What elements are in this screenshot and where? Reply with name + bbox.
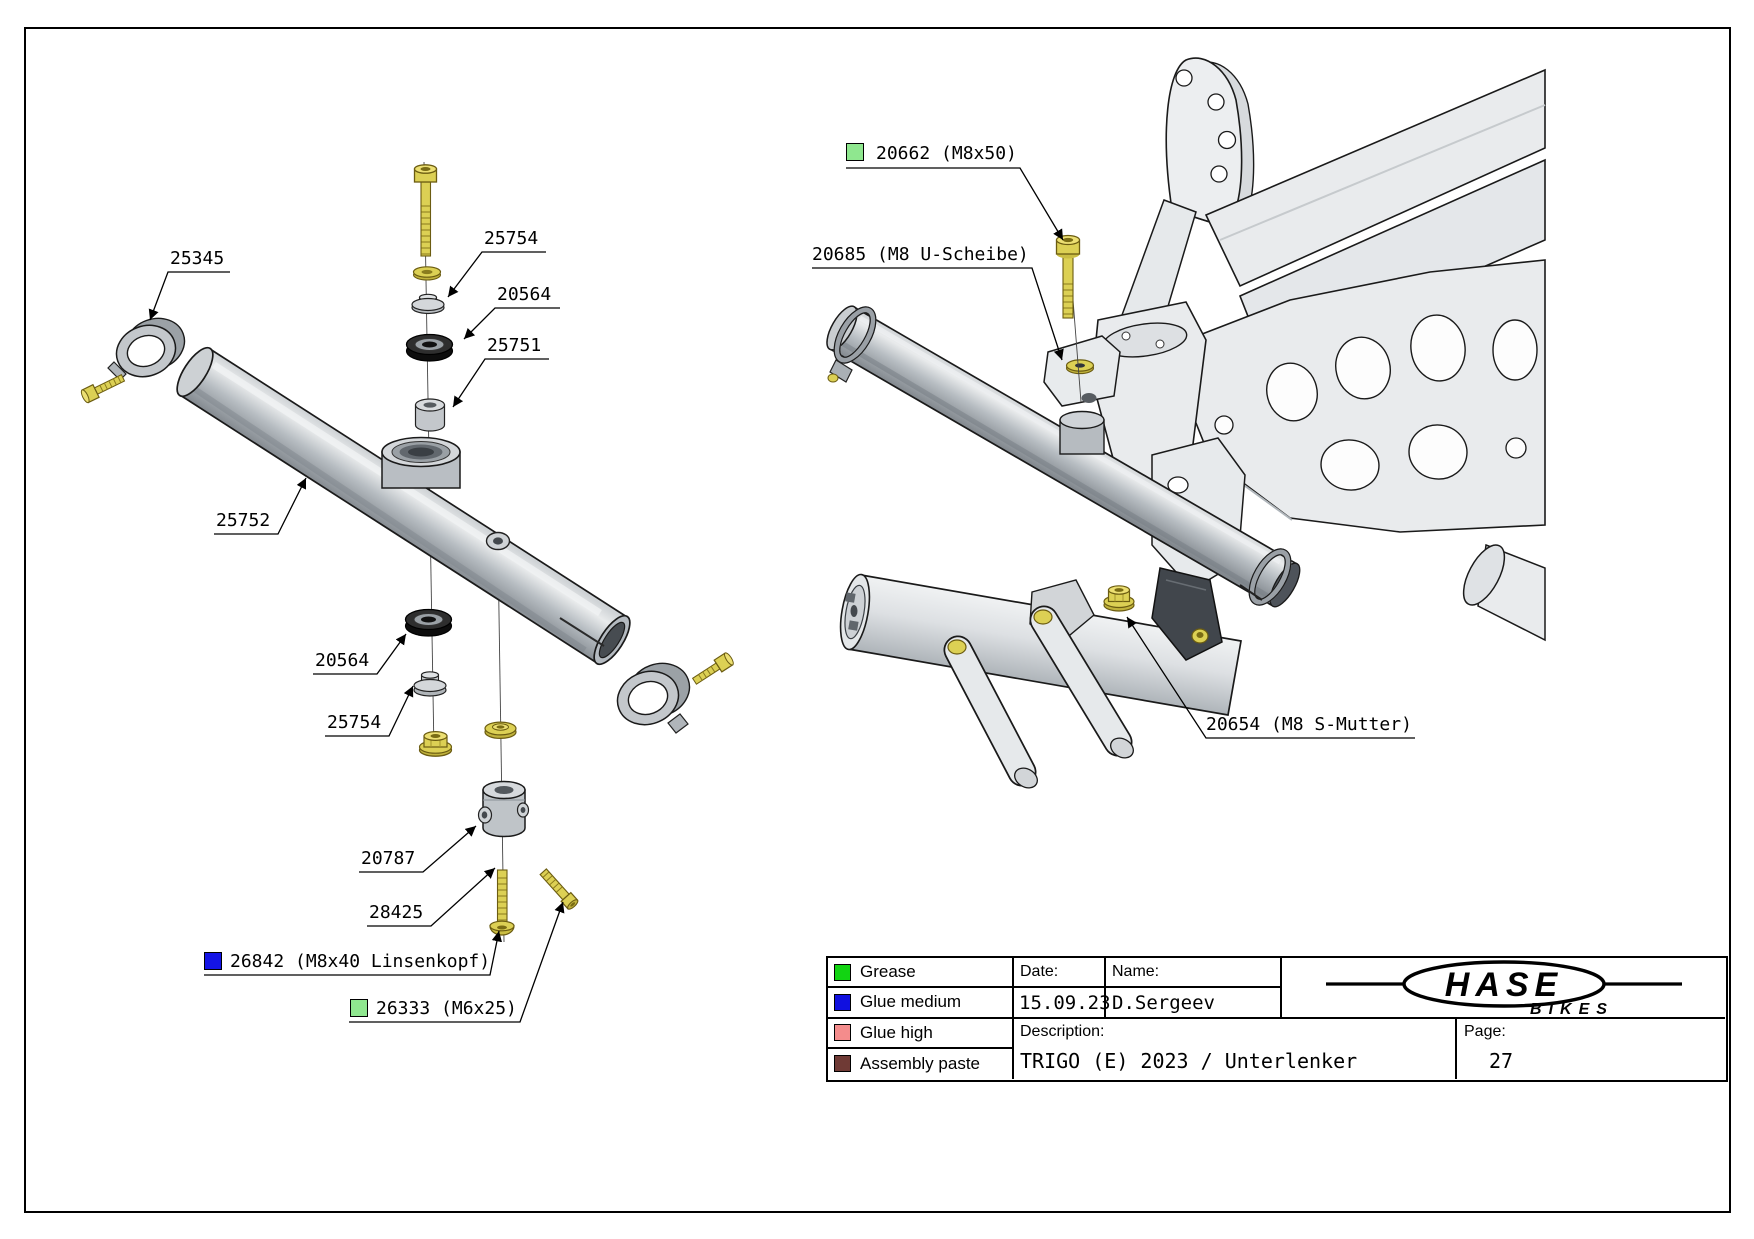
part-label-20654: 20654 (M8 S-Mutter)	[1206, 714, 1412, 735]
washer-20685	[1065, 359, 1095, 375]
bearing-20564-bottom	[404, 608, 453, 637]
exploded-axle-assembly	[80, 161, 734, 1023]
name-value: D.Sergeev	[1106, 988, 1282, 1019]
part-label-25754-top: 25754	[484, 228, 539, 249]
clamp-block	[1151, 567, 1223, 661]
kickstand-arms	[943, 579, 1134, 789]
part-label-20564-top: 20564	[497, 284, 552, 305]
part-label-26842: 26842 (M8x40 Linsenkopf)	[230, 951, 491, 972]
bolt-20662	[1055, 234, 1082, 403]
part-label-20787: 20787	[361, 848, 416, 869]
description-value: TRIGO (E) 2023 / Unterlenker	[1020, 1048, 1358, 1073]
glue-medium-color-swatch	[834, 993, 851, 1011]
grease-color-swatch	[834, 963, 851, 981]
frame-head	[1091, 199, 1207, 494]
washer-25754-top	[411, 293, 445, 315]
part-label-26333: 26333 (M6x25)	[376, 998, 517, 1019]
leader-lines-left	[148, 251, 565, 1023]
glue-high-color-swatch	[834, 1024, 851, 1042]
page-field-label: Page:	[1464, 1022, 1506, 1040]
legend-label: Glue high	[860, 1022, 933, 1042]
part-label-25751: 25751	[487, 335, 542, 356]
frame-truss-plate	[1164, 259, 1546, 533]
nut-20654	[1103, 585, 1135, 612]
frame-top-bracket	[1165, 57, 1255, 227]
frame-right-stub	[1462, 543, 1546, 642]
part-label-25752: 25752	[216, 510, 271, 531]
name-field-label: Name:	[1106, 958, 1282, 989]
part-label-20564-bottom: 20564	[315, 650, 370, 671]
part-label-20662: 20662 (M8x50)	[876, 143, 1017, 164]
legend-row-glue-medium: Glue medium	[828, 988, 1014, 1019]
glue-medium-marker	[204, 952, 222, 970]
legend-row-assembly-paste: Assembly paste	[828, 1048, 1014, 1080]
brand-logo-cell: HASE BIKES	[1282, 958, 1725, 1019]
bearing-20564-top	[405, 333, 454, 362]
bolt-m8-top	[413, 164, 438, 257]
date-field-label: Date:	[1014, 958, 1106, 989]
crossbar-tube	[826, 305, 1301, 608]
hase-bikes-logo: HASE BIKES	[1326, 960, 1682, 1018]
legend-label: Glue medium	[860, 992, 962, 1012]
date-value: 15.09.23	[1014, 988, 1111, 1019]
part-label-28425: 28425	[369, 902, 424, 923]
pivot-body-20787	[477, 780, 530, 838]
clamp-bolt-left	[80, 374, 126, 404]
assembly-paste-color-swatch	[834, 1055, 851, 1073]
leader-lines-right	[812, 167, 1415, 739]
washer-gold-top	[412, 266, 442, 281]
tube-25752	[176, 346, 631, 666]
drawing-frame-border	[24, 27, 1731, 1213]
part-label-20685: 20685 (M8 U-Scheibe)	[812, 244, 1029, 265]
page-cell: Page: 27	[1457, 1019, 1725, 1079]
bolt-26842	[489, 869, 515, 936]
clamp-25345	[107, 317, 186, 381]
logo-main-text: HASE	[1445, 966, 1563, 1004]
description-field-label: Description:	[1020, 1022, 1105, 1040]
part-label-25345: 25345	[170, 248, 225, 269]
description-cell: Description: TRIGO (E) 2023 / Unterlenke…	[1014, 1018, 1457, 1079]
grease-marker-20662	[846, 143, 864, 161]
clamp-right	[616, 662, 691, 734]
bolt-26333	[539, 868, 579, 910]
washer-25754-bottom	[413, 671, 447, 697]
page-value: 27	[1489, 1048, 1514, 1073]
legend-label: Assembly paste	[860, 1053, 980, 1073]
title-block: Grease Glue medium Glue high Assembly pa…	[826, 956, 1728, 1082]
clamp-bolt-right	[691, 652, 734, 685]
part-label-25754-bottom: 25754	[327, 712, 382, 733]
legend-label: Grease	[860, 962, 916, 982]
flange-nut-left-view	[418, 730, 453, 757]
grease-marker-26333	[350, 999, 368, 1017]
spacer-25751	[414, 398, 446, 432]
logo-sub-text: BIKES	[1530, 1001, 1614, 1016]
legend-row-glue-high: Glue high	[828, 1018, 1014, 1049]
assembled-frame-view	[812, 57, 1546, 789]
bushing-28425	[484, 721, 517, 739]
legend-row-grease: Grease	[828, 958, 1014, 989]
